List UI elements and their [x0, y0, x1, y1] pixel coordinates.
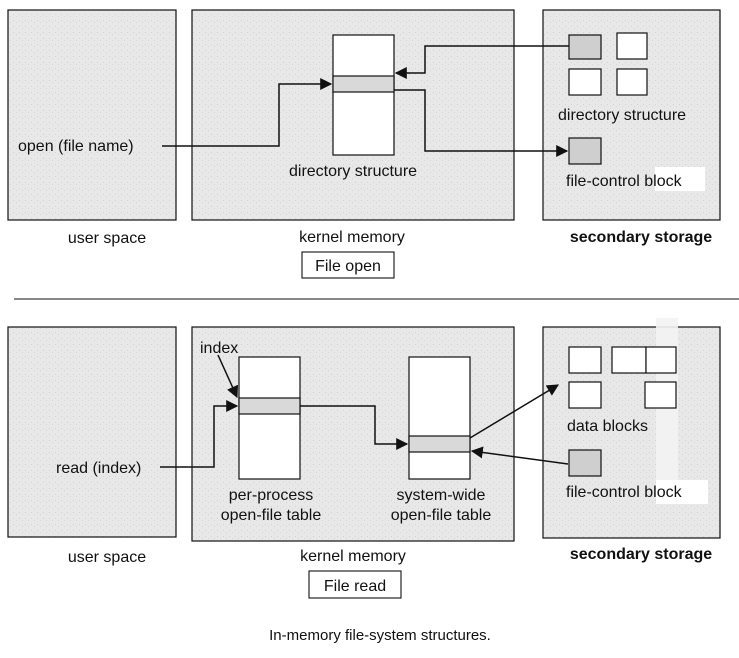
storage-dir-block-4: [616, 68, 648, 96]
arrow-storage-to-kernel: [394, 45, 569, 79]
user-space-caption-top: user space: [68, 230, 146, 247]
system-wide-table-entry: [408, 435, 471, 453]
file-open-caption: File open: [315, 258, 381, 275]
per-process-label-line2: open-file table: [221, 507, 322, 524]
secondary-storage-caption-bottom: secondary storage: [570, 546, 712, 563]
arrow-system-wide-to-data-blocks: [469, 384, 560, 439]
arrow-open-to-kernel: [162, 78, 333, 147]
user-space-caption-bottom: user space: [68, 549, 146, 566]
storage-dir-block-1: [568, 34, 602, 60]
figure-caption: In-memory file-system structures.: [269, 627, 491, 644]
data-block-1: [568, 346, 602, 374]
arrow-read-to-per-process: [160, 400, 239, 468]
data-block-5: [644, 381, 677, 409]
open-call-label: open (file name): [18, 138, 134, 155]
kernel-directory-structure-box: [332, 34, 395, 156]
arrow-index-pointer: [217, 354, 239, 399]
user-space-panel-top: [7, 9, 177, 221]
data-block-3: [645, 346, 677, 374]
arrow-fcb-to-system-wide: [470, 446, 569, 465]
per-process-label-line1: per-process: [229, 487, 313, 504]
fcb-label-top: file-control block: [566, 173, 683, 190]
system-wide-label-line1: system-wide: [397, 487, 486, 504]
storage-fcb-block-top: [568, 137, 602, 165]
storage-directory-structure-label: directory structure: [558, 107, 686, 124]
kernel-memory-caption-bottom: kernel memory: [300, 548, 406, 565]
secondary-storage-caption-top: secondary storage: [570, 229, 712, 246]
fcb-label-bg-top: [655, 167, 705, 191]
kernel-memory-caption-top: kernel memory: [299, 229, 405, 246]
user-space-panel-bottom: [7, 326, 177, 538]
kernel-directory-entry: [332, 75, 395, 93]
data-block-2: [611, 346, 647, 374]
storage-dir-block-2: [616, 32, 648, 60]
storage-fcb-block-bottom: [568, 449, 602, 477]
system-wide-label-line2: open-file table: [391, 507, 492, 524]
per-process-table-entry: [238, 397, 301, 415]
data-blocks-label: data blocks: [567, 418, 648, 435]
system-wide-open-file-table: [408, 356, 471, 480]
kernel-directory-structure-label: directory structure: [289, 163, 417, 180]
fcb-label-bg-bottom: [656, 480, 708, 504]
file-open-caption-box: [301, 251, 395, 279]
read-call-label: read (index): [56, 460, 141, 477]
file-read-caption-box: [308, 570, 402, 599]
fcb-label-bottom: file-control block: [566, 484, 683, 501]
file-read-caption: File read: [324, 578, 386, 595]
per-process-open-file-table: [238, 356, 301, 480]
arrow-per-process-to-system-wide: [300, 405, 409, 450]
index-label: index: [200, 340, 238, 357]
arrow-kernel-to-fcb: [394, 89, 569, 157]
storage-dir-block-3: [568, 68, 602, 96]
data-block-4: [568, 381, 602, 409]
